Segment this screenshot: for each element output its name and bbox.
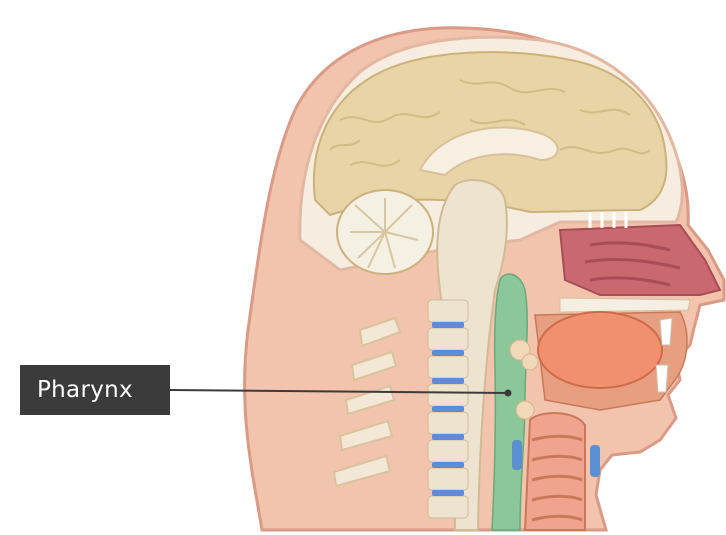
pharynx-label: Pharynx bbox=[20, 365, 170, 415]
larynx bbox=[525, 413, 585, 530]
tongue bbox=[538, 312, 662, 388]
pharynx-pointer-dot bbox=[505, 390, 512, 397]
palate bbox=[560, 298, 690, 312]
